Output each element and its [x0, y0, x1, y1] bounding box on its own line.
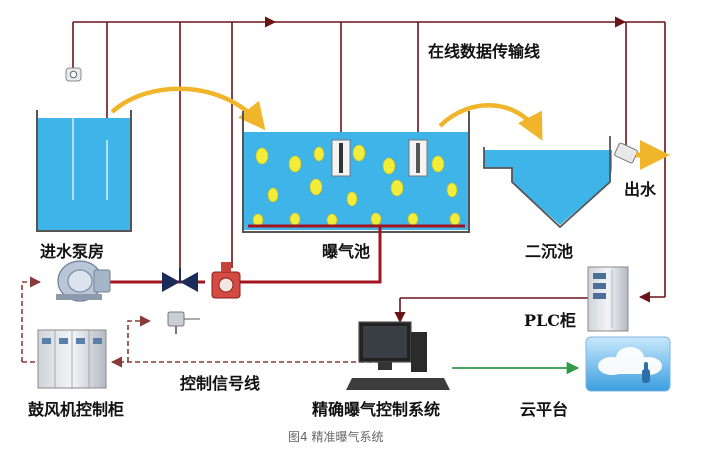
hand-cursor-icon: [642, 362, 650, 383]
plc-cabinet-label: PLC柜: [524, 311, 577, 330]
aeration-tank-label: 曝气池: [322, 242, 371, 261]
outlet-label: 出水: [624, 180, 657, 199]
do-probe-icon: [331, 139, 351, 177]
flow-arrow-to-clarifier: [438, 103, 543, 141]
cloud-platform-label: 云平台: [520, 400, 569, 419]
blower-control-cabinet: [37, 329, 107, 389]
control-system-label: 精确曝气控制系统: [312, 400, 441, 419]
control-computer: [346, 321, 450, 390]
secondary-clarifier: [483, 136, 612, 229]
air-pipe: [108, 224, 465, 284]
flow-arrow-to-aeration: [110, 86, 266, 131]
plc-cabinet: [587, 266, 629, 332]
cloud-platform: [585, 336, 671, 392]
outlet-flow-meter-icon: [614, 142, 638, 164]
pressure-sensor-icon: [167, 311, 200, 334]
data-transmission-line: [72, 16, 666, 324]
control-valve-icon: [162, 268, 198, 292]
air-bubbles: [252, 144, 461, 227]
level-meter-icon: [65, 67, 82, 82]
inlet-pump-house: [36, 83, 132, 232]
aeration-tank: [242, 111, 470, 233]
clarifier-label: 二沉池: [525, 242, 574, 261]
data-line-label: 在线数据传输线: [428, 42, 541, 61]
cloud-icon: [598, 347, 662, 375]
pump-house-label: 进水泵房: [40, 242, 105, 261]
ammonia-probe-icon: [408, 139, 428, 177]
air-flow-meter-icon: [211, 262, 241, 299]
blower-cabinet-label: 鼓风机控制柜: [28, 400, 125, 419]
control-signal-label: 控制信号线: [180, 374, 261, 393]
figure-caption: 图4 精准曝气系统: [288, 430, 384, 444]
control-signal-lines: [21, 276, 380, 368]
blower-icon: [56, 260, 111, 302]
